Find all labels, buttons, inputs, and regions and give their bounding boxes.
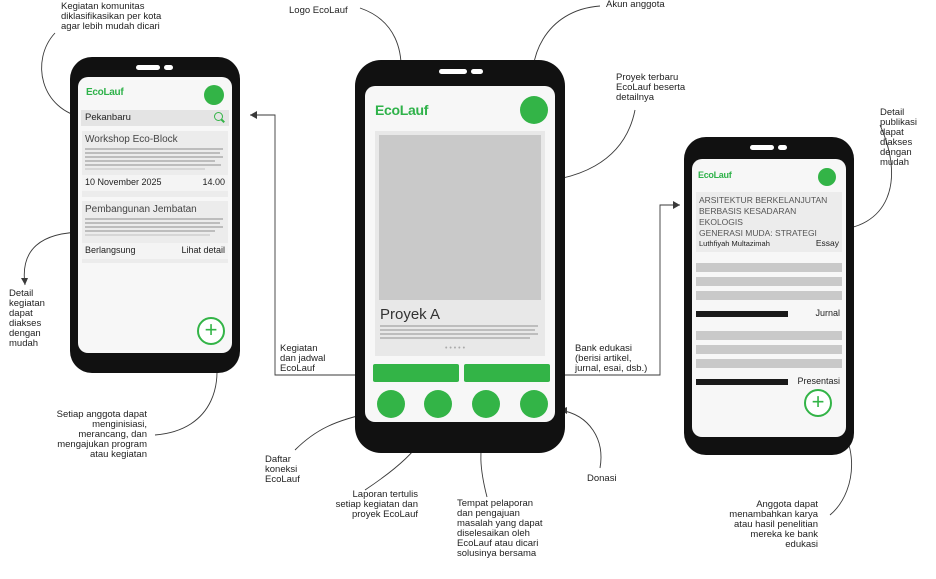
right-phone-screen: EcoLauf ARSITEKTUR BERKELANJUTAN BERBASI… [692,159,846,437]
note-daftar-koneksi: Daftar koneksi EcoLauf [265,454,300,485]
note-anggota-karya: Anggota dapat menambahkan karya atau has… [729,499,818,550]
account-avatar[interactable] [204,85,224,105]
right-phone: EcoLauf ARSITEKTUR BERKELANJUTAN BERBASI… [684,137,854,455]
left-phone-screen: EcoLauf Pekanbaru Workshop Eco-Block 10 … [78,77,232,353]
city-label: Pekanbaru [85,112,131,123]
center-phone-screen: EcoLauf Proyek A • • • • • [365,86,555,422]
note-donasi: Donasi [587,473,617,484]
reports-button[interactable] [424,390,452,418]
activity-title: Workshop Eco-Block [85,134,178,145]
center-phone: EcoLauf Proyek A • • • • • [355,60,565,453]
activity-title: Pembangunan Jembatan [85,204,197,215]
note-bank-edukasi: Bank edukasi (berisi artikel, jurnal, es… [575,343,648,374]
journal-label: Jurnal [815,308,840,318]
ecolauf-logo: EcoLauf [375,102,429,118]
activity-status: Berlangsung [85,245,136,255]
note-logo: Logo EcoLauf [289,5,348,16]
note-detail-kegiatan: Detail kegiatan dapat diakses dengan mud… [9,288,45,349]
activity-card[interactable]: Pembangunan Jembatan Berlangsung Lihat d… [82,201,228,263]
presentation-label: Presentasi [797,376,840,386]
account-avatar[interactable] [818,168,836,186]
left-phone-camera [164,65,173,70]
note-tempat-pelaporan: Tempat pelaporan dan pengajuan masalah y… [457,498,543,559]
note-detail-publikasi: Detail publikasi dapat diakses dengan mu… [880,107,917,168]
ecolauf-logo: EcoLauf [86,87,124,98]
education-bank-button[interactable] [464,364,550,382]
right-phone-speaker [750,145,774,150]
activity-card[interactable]: Workshop Eco-Block 10 November 2025 14.0… [82,131,228,197]
journal-item-bar[interactable] [696,311,788,317]
donation-button[interactable] [520,390,548,418]
view-detail-link[interactable]: Lihat detail [181,245,225,255]
activity-time: 14.00 [202,177,225,187]
note-kegiatan-jadwal: Kegiatan dan jadwal EcoLauf [280,343,326,374]
publication-author: Luthfiyah Multazimah [699,239,770,248]
project-image [379,135,541,300]
note-akun: Akun anggota [606,0,665,10]
issue-submission-button[interactable] [472,390,500,418]
project-card[interactable]: Proyek A • • • • • [375,131,545,356]
left-phone: EcoLauf Pekanbaru Workshop Eco-Block 10 … [70,57,240,373]
note-setiap-anggota: Setiap anggota dapat menginisiasi, meran… [56,409,147,460]
publication-title: ARSITEKTUR BERKELANJUTAN BERBASIS KESADA… [699,195,828,238]
presentation-item-bar[interactable] [696,379,788,385]
project-title: Proyek A [380,306,441,323]
center-phone-camera [471,69,483,74]
note-laporan: Laporan tertulis setiap kegiatan dan pro… [335,489,418,520]
account-avatar[interactable] [520,96,548,124]
search-icon[interactable] [214,112,223,121]
add-work-button[interactable]: + [804,389,832,417]
note-proyek-terbaru: Proyek terbaru EcoLauf beserta detailnya [616,72,686,103]
right-phone-camera [778,145,787,150]
note-kegiatan-komunitas: Kegiatan komunitas diklasifikasikan per … [61,1,162,32]
ecolauf-logo: EcoLauf [698,170,732,180]
city-search-bar[interactable]: Pekanbaru [81,110,229,126]
connections-button[interactable] [377,390,405,418]
add-activity-button[interactable]: + [197,317,225,345]
left-phone-speaker [136,65,160,70]
connector-donasi [559,409,602,469]
center-phone-speaker [439,69,467,74]
activities-schedule-button[interactable] [373,364,459,382]
publication-type: Essay [815,238,839,248]
activity-date: 10 November 2025 [85,177,162,187]
connector-jadwal [250,114,372,376]
carousel-dots[interactable]: • • • • • [445,345,466,352]
publication-detail-card[interactable]: ARSITEKTUR BERKELANJUTAN BERBASIS KESADA… [696,192,842,252]
